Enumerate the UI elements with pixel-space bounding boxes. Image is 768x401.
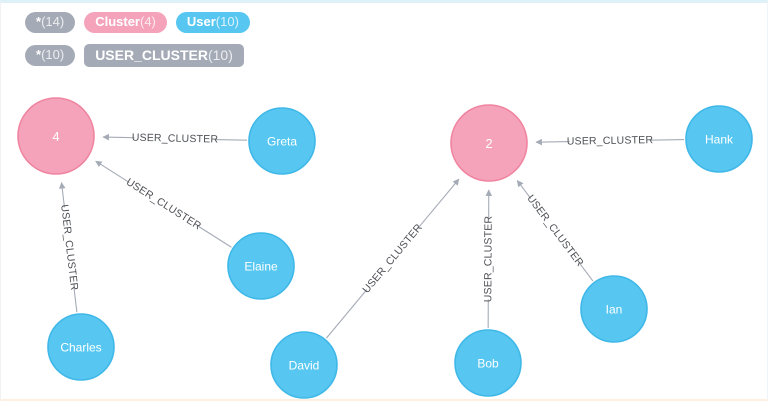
relationship-label: USER_CLUSTER bbox=[482, 216, 494, 303]
relationship-line bbox=[578, 262, 594, 282]
legend-chip-any-node[interactable]: *(14) bbox=[25, 11, 76, 33]
legend-chip-cluster[interactable]: Cluster(4) bbox=[84, 11, 167, 33]
relationship-label: USER_CLUSTER bbox=[567, 134, 654, 148]
node-circle[interactable] bbox=[47, 313, 115, 381]
graph-node-david[interactable]: David bbox=[270, 331, 338, 399]
legend-chip-label: * bbox=[36, 13, 42, 29]
graph-node-ian[interactable]: Ian bbox=[580, 275, 648, 343]
node-circle[interactable] bbox=[17, 97, 95, 175]
node-circle[interactable] bbox=[248, 107, 316, 175]
relationship-elaine-to-cluster4[interactable]: USER_CLUSTER bbox=[95, 160, 232, 248]
graph-node-hank[interactable]: Hank bbox=[685, 105, 753, 173]
relationship-greta-to-cluster4[interactable]: USER_CLUSTER bbox=[102, 132, 248, 146]
legend-chip-user[interactable]: User(10) bbox=[175, 11, 250, 33]
relationship-hank-to-cluster2[interactable]: USER_CLUSTER bbox=[535, 134, 685, 148]
node-circle[interactable] bbox=[580, 275, 648, 343]
legend-chip-count: (10) bbox=[41, 46, 65, 62]
legend-chip-count: (10) bbox=[207, 46, 233, 63]
relationship-label: USER_CLUSTER bbox=[124, 176, 204, 233]
relationship-arrow bbox=[535, 138, 570, 146]
relationship-label: USER_CLUSTER bbox=[58, 204, 80, 291]
relationship-david-to-cluster2[interactable]: USER_CLUSTER bbox=[325, 178, 460, 339]
relationship-bob-to-cluster2[interactable]: USER_CLUSTER bbox=[482, 189, 495, 329]
legend-chip-label: Cluster bbox=[95, 13, 140, 29]
graph-node-cluster4[interactable]: 4 bbox=[17, 97, 95, 175]
relationship-line bbox=[650, 139, 685, 141]
relationship-arrow bbox=[516, 180, 532, 199]
relationship-label: USER_CLUSTER bbox=[360, 221, 425, 295]
graph-node-greta[interactable]: Greta bbox=[248, 107, 316, 175]
legend-chip-label: * bbox=[36, 46, 42, 62]
relationship-line bbox=[73, 287, 78, 313]
node-circle[interactable] bbox=[270, 331, 338, 399]
legend-chip-count: (10) bbox=[215, 13, 239, 29]
relationship-label: USER_CLUSTER bbox=[524, 193, 586, 269]
node-circle[interactable] bbox=[450, 104, 528, 182]
legend-chip-any-rel[interactable]: *(10) bbox=[25, 44, 76, 66]
graph-node-charles[interactable]: Charles bbox=[47, 313, 115, 381]
legend-chip-count: (4) bbox=[139, 13, 156, 29]
legend-chip-label: USER_CLUSTER bbox=[95, 46, 208, 63]
relationship-arrow bbox=[58, 182, 66, 208]
legend-chip-user-cluster-rel[interactable]: USER_CLUSTER(10) bbox=[84, 43, 244, 67]
legend-chip-count: (14) bbox=[41, 13, 65, 29]
relationship-ian-to-cluster2[interactable]: USER_CLUSTER bbox=[516, 180, 594, 282]
graph-node-bob[interactable]: Bob bbox=[454, 329, 522, 397]
relationship-line bbox=[215, 138, 248, 141]
graph-node-cluster2[interactable]: 2 bbox=[450, 104, 528, 182]
legend-row-labels: *(14) Cluster(4) User(10) bbox=[25, 10, 767, 34]
node-circle[interactable] bbox=[227, 232, 295, 300]
relationship-arrow bbox=[102, 133, 135, 141]
node-circle[interactable] bbox=[454, 329, 522, 397]
relationship-charles-to-cluster4[interactable]: USER_CLUSTER bbox=[58, 182, 80, 313]
node-circle[interactable] bbox=[685, 105, 753, 173]
relationship-arrow bbox=[418, 178, 460, 228]
relationship-line bbox=[325, 289, 368, 339]
relationship-line bbox=[197, 225, 232, 248]
legend-chip-label: User bbox=[186, 13, 216, 29]
graph-node-elaine[interactable]: Elaine bbox=[227, 232, 295, 300]
relationship-label: USER_CLUSTER bbox=[132, 132, 219, 146]
legend-row-relationships: *(10)USER_CLUSTER(10) bbox=[25, 43, 767, 67]
legend: *(14)Cluster(4)User(10) *(10)USER_CLUSTE… bbox=[1, 3, 767, 76]
relationship-arrow bbox=[95, 160, 130, 184]
